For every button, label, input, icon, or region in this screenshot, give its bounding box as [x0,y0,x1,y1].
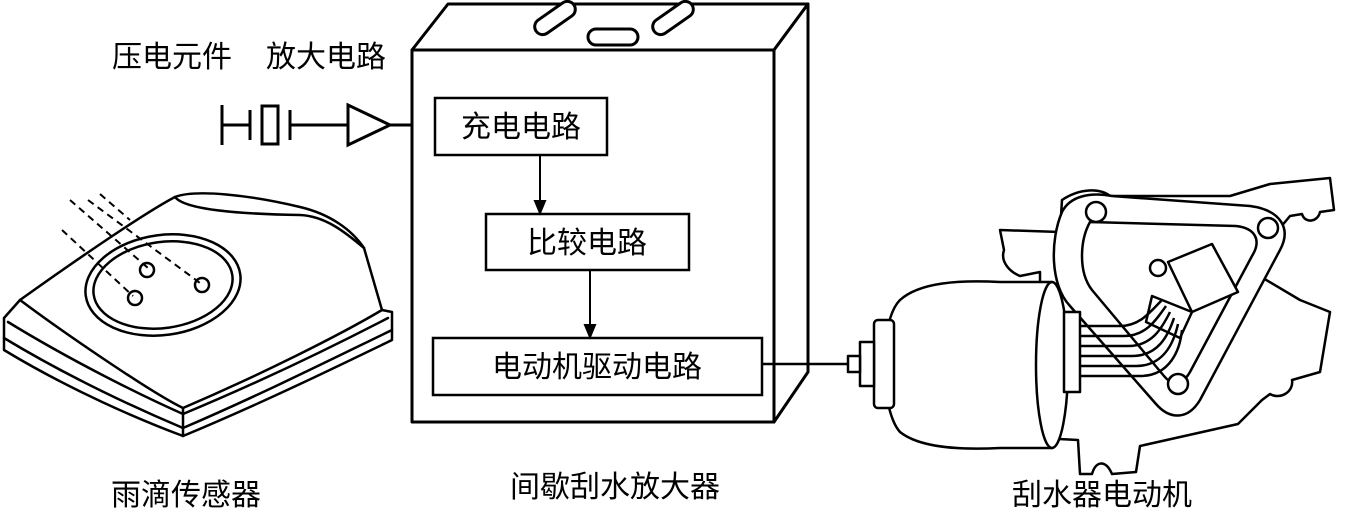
rain-sensor-label: 雨滴传感器 [111,478,261,513]
charging-circuit-label: 充电电路 [461,110,581,145]
wire-bundle-icon [1080,299,1184,378]
vent-slots-icon [533,0,695,47]
motor-drive-circuit-block [431,336,764,397]
rain-sensor-illustration [2,192,394,438]
rain-drops-icon [61,193,201,297]
wiper-motor-label: 刮水器电动机 [1012,478,1192,513]
signal-flow-arrows [533,155,597,340]
comparison-circuit-block [484,212,691,272]
piezo-element-symbol [220,104,348,146]
piezo-element-label: 压电元件 [112,40,232,75]
wiper-motor-illustration [846,176,1336,476]
comparison-circuit-label: 比较电路 [527,226,647,261]
wiper-amplifier-label: 间歇刮水放大器 [510,470,720,505]
amplifier-circuit-label: 放大电路 [266,40,386,75]
charging-circuit-block [433,96,609,157]
motor-drive-circuit-label: 电动机驱动电路 [492,350,702,385]
